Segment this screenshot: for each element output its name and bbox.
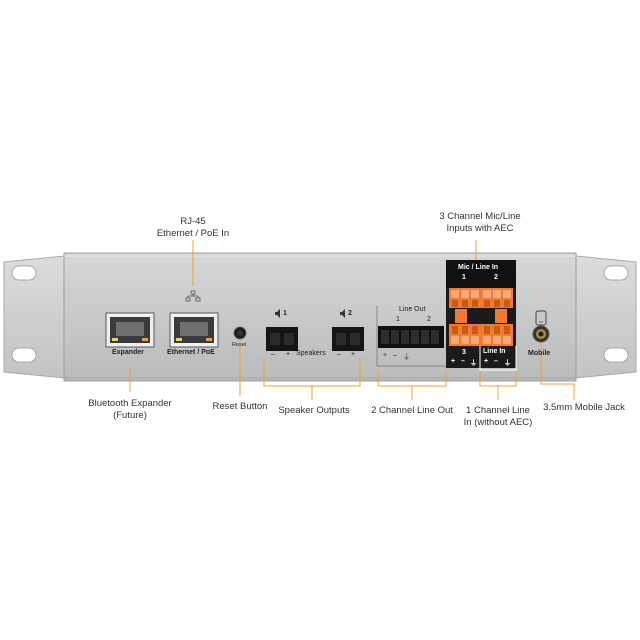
label-line-in-plus: + xyxy=(484,358,489,365)
callout-rj45-line2: Ethernet / PoE In xyxy=(156,228,230,239)
mic-line-in-header xyxy=(446,260,516,288)
label-line-out-ch2: 2 xyxy=(427,316,431,323)
label-line-out-ch1: 1 xyxy=(396,316,400,323)
label-mic-line-in: Mic / Line In xyxy=(458,264,499,271)
label-line-out-gnd: ⏚ xyxy=(403,354,410,361)
reset-button[interactable] xyxy=(233,326,247,340)
callout-speaker-outputs: Speaker Outputs xyxy=(268,405,360,417)
mic-input-1-2-terminals[interactable] xyxy=(449,288,513,308)
callout-rj45: RJ-45 Ethernet / PoE In xyxy=(148,216,238,240)
label-mic-ch2: 2 xyxy=(494,274,498,281)
callout-line-in-line1: 1 Channel Line xyxy=(466,405,530,416)
callout-bt-line2: (Future) xyxy=(113,410,147,421)
label-mobile: Mobile xyxy=(528,350,551,357)
callout-bt-line1: Bluetooth Expander xyxy=(88,398,172,409)
rack-slot xyxy=(603,265,629,281)
label-line-in-minus: – xyxy=(494,358,498,365)
label-ethernet-poe: Ethernet / PoE xyxy=(167,349,215,356)
speaker-icon xyxy=(340,309,345,318)
callout-line-out-line1: 2 Channel Line Out xyxy=(371,405,453,416)
mic-input-3-line-in-terminals[interactable] xyxy=(449,324,513,346)
label-expander: Expander xyxy=(112,349,144,356)
label-line-out-minus: – xyxy=(393,352,397,359)
label-reset: Reset xyxy=(232,342,247,348)
network-icon xyxy=(185,290,201,302)
label-ch3-plus: + xyxy=(451,358,456,365)
phone-icon xyxy=(535,310,547,326)
expander-port[interactable] xyxy=(105,312,155,348)
speaker-1-terminal[interactable] xyxy=(266,327,298,351)
label-spk2: 2 xyxy=(348,310,352,317)
label-ch3-gnd: ⏚ xyxy=(470,360,477,367)
rack-slot xyxy=(11,347,37,363)
label-line-out-plus: + xyxy=(383,352,388,359)
label-mic-ch1: 1 xyxy=(462,274,466,281)
callout-line-in: 1 Channel Line In (without AEC) xyxy=(452,405,544,429)
label-spk2-minus: – xyxy=(337,351,341,358)
label-speakers: Speakers xyxy=(296,350,326,357)
label-line-out: Line Out xyxy=(399,306,426,313)
callout-reset-line1: Reset Button xyxy=(212,401,268,412)
line-out-terminal-block[interactable] xyxy=(378,326,444,348)
mic-body-orange xyxy=(455,309,507,323)
label-line-in: Line In xyxy=(483,348,506,355)
line-out-bracket xyxy=(376,306,446,367)
label-spk1-minus: – xyxy=(271,351,275,358)
callout-lines xyxy=(129,240,575,400)
callout-mic-line1: 3 Channel Mic/Line xyxy=(439,211,521,222)
callout-mic-line-inputs: 3 Channel Mic/Line Inputs with AEC xyxy=(420,211,540,235)
callout-mobile-jack: 3.5mm Mobile Jack xyxy=(536,402,632,414)
speaker-icon xyxy=(275,309,280,318)
line-in-outline xyxy=(479,346,517,371)
callout-line-in-line2: In (without AEC) xyxy=(463,417,533,428)
ethernet-poe-port[interactable] xyxy=(169,312,219,348)
label-ch3: 3 xyxy=(462,349,466,356)
label-line-in-gnd: ⏚ xyxy=(504,360,511,367)
speaker-2-terminal[interactable] xyxy=(332,327,364,351)
label-spk2-plus: + xyxy=(351,351,356,358)
label-spk1-plus: + xyxy=(286,351,291,358)
rack-slot xyxy=(11,265,37,281)
callout-rj45-line1: RJ-45 xyxy=(180,216,206,227)
callout-reset-button: Reset Button xyxy=(196,401,284,413)
callout-mobile-line1: 3.5mm Mobile Jack xyxy=(543,402,625,413)
callout-line-out: 2 Channel Line Out xyxy=(362,405,462,417)
label-ch3-minus: – xyxy=(461,358,465,365)
rack-slot xyxy=(603,347,629,363)
label-spk1: 1 xyxy=(283,310,287,317)
mobile-jack[interactable] xyxy=(532,325,550,343)
callout-mic-line2: Inputs with AEC xyxy=(446,223,514,234)
callout-bluetooth-expander: Bluetooth Expander (Future) xyxy=(80,398,180,422)
callout-speaker-line1: Speaker Outputs xyxy=(278,405,350,416)
